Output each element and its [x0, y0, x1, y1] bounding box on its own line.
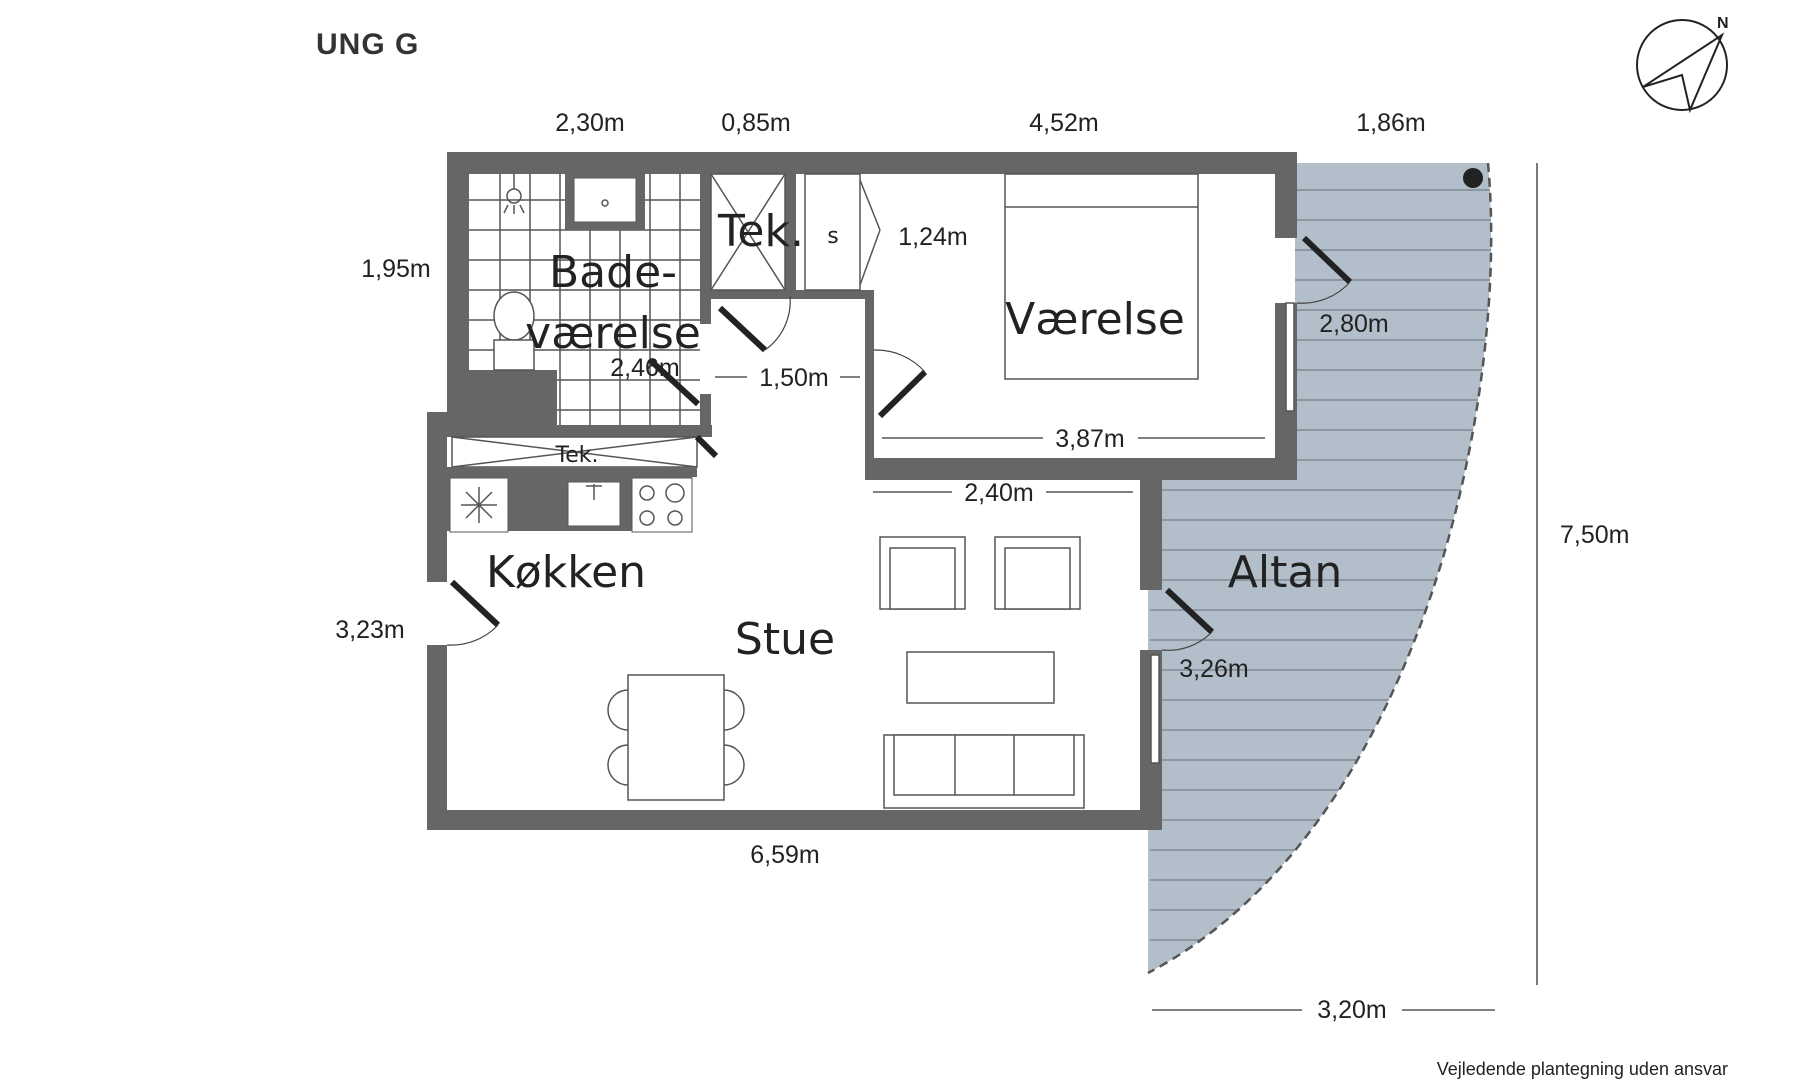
room-label-living: Stue	[735, 614, 835, 665]
north-compass-icon	[1636, 19, 1728, 114]
sink-icon	[565, 174, 645, 230]
door-entrance	[446, 579, 501, 646]
living-window	[1150, 654, 1160, 764]
dim-balcony-bottom: 3,20m	[1317, 996, 1386, 1024]
faucet-icon	[586, 484, 602, 500]
door-tek-kitchen	[694, 434, 719, 459]
dim-bottom-total: 6,59m	[750, 841, 819, 869]
storage-closet	[804, 173, 881, 291]
room-label-bath-line2: værelse	[525, 308, 701, 359]
storage-label: s	[827, 224, 838, 249]
shower-icon	[503, 174, 525, 214]
stove-burners-icon	[639, 483, 685, 526]
door-bedroom	[873, 349, 928, 419]
door-bathroom	[647, 357, 701, 407]
dim-storage: 1,24m	[898, 223, 967, 251]
dim-living-balcony-wall: 3,26m	[1179, 655, 1248, 683]
coffee-table	[906, 651, 1055, 704]
armchair-icon	[994, 536, 1081, 610]
drain-icon	[1463, 168, 1483, 188]
toilet-icon	[493, 291, 535, 371]
bedroom-window	[1285, 302, 1295, 412]
door-bedroom-balcony	[1296, 235, 1353, 304]
bed-icon	[1004, 173, 1199, 380]
balcony-area	[1147, 162, 1520, 1000]
kitchen-counter	[447, 477, 693, 533]
dining-table-icon	[607, 674, 745, 801]
dim-top-bedroom: 4,52m	[1029, 109, 1098, 137]
north-label: N	[1717, 15, 1729, 32]
freezer-icon	[461, 487, 497, 523]
disclaimer-footer: Vejledende plantegning uden ansvar	[1437, 1059, 1728, 1079]
room-label-balcony: Altan	[1228, 547, 1342, 598]
dim-bath-height: 1,95m	[361, 255, 430, 283]
armchair-icon	[879, 536, 966, 610]
dim-bedroom-balcony-wall: 2,80m	[1319, 310, 1388, 338]
room-label-kitchen: Køkken	[486, 547, 646, 598]
dim-top-bath: 2,30m	[555, 109, 624, 137]
dim-kitchen-side: 3,23m	[335, 616, 404, 644]
sofa-icon	[883, 734, 1085, 809]
technical-cabinet	[710, 173, 786, 291]
dim-bath-width: 2,46m	[610, 354, 679, 382]
plan-title: UNG G	[316, 28, 419, 61]
door-hall	[717, 295, 791, 353]
dim-top-balcony: 1,86m	[1356, 109, 1425, 137]
dim-bedroom-width: 3,87m	[1055, 425, 1124, 453]
room-label-bath-line1: Bade-	[549, 247, 677, 298]
room-label-tek: Tek.	[717, 206, 804, 257]
room-label-tek-kitchen: Tek.	[555, 443, 599, 468]
dim-living-upper: 2,40m	[964, 479, 1033, 507]
dim-top-tek: 0,85m	[721, 109, 790, 137]
dim-right-total: 7,50m	[1560, 521, 1629, 549]
kitchen-tech-cabinet	[451, 436, 698, 468]
dim-hall: 1,50m	[759, 364, 828, 392]
door-living-balcony	[1161, 587, 1215, 651]
room-label-bedroom: Værelse	[1005, 294, 1185, 345]
